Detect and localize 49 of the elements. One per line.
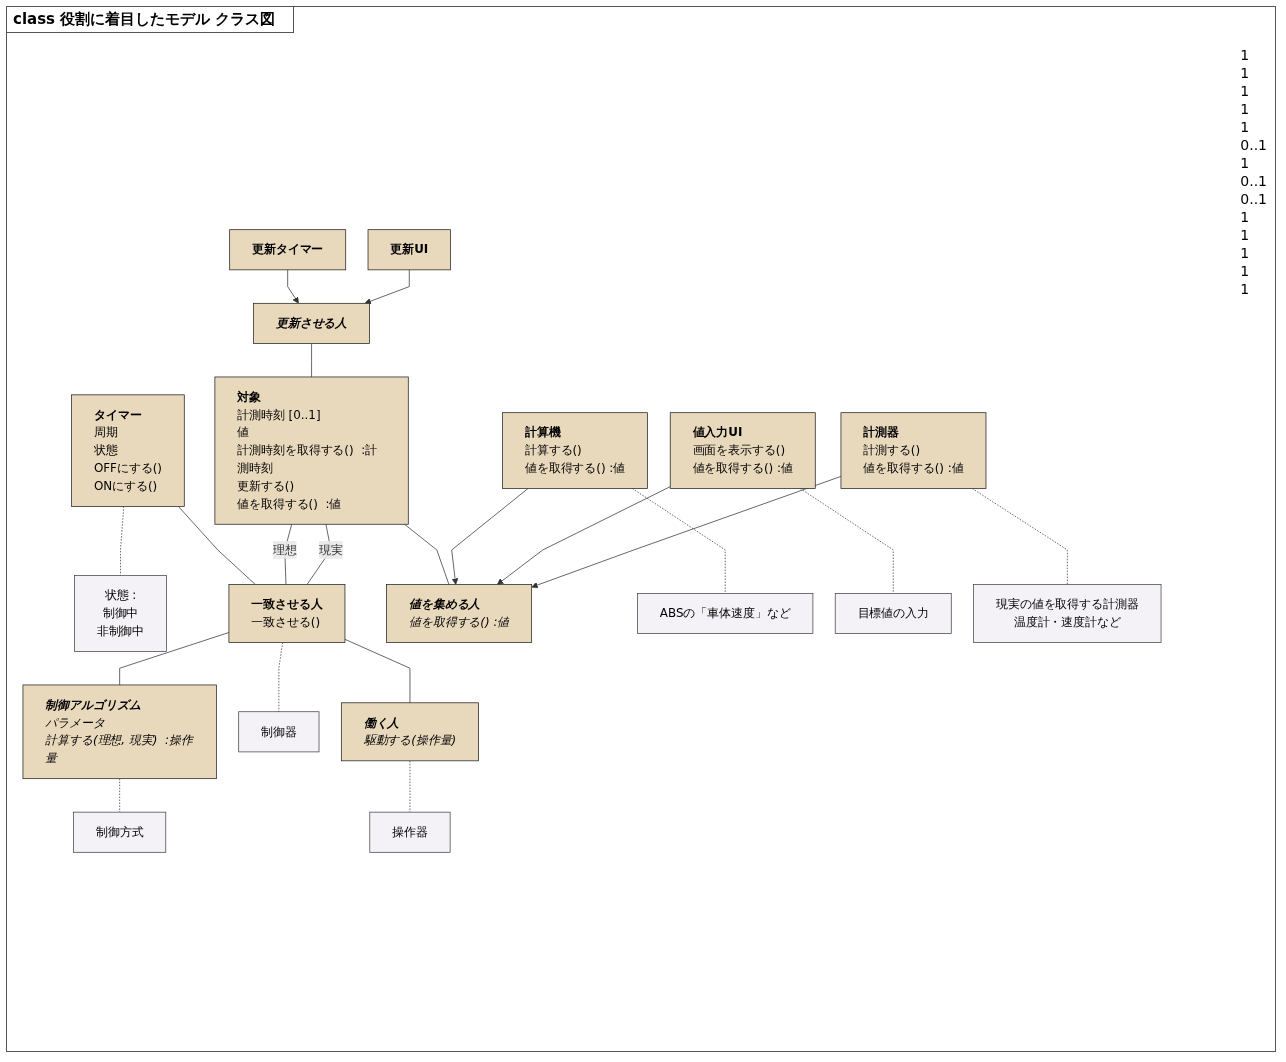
connector: [306, 523, 332, 585]
node-box: 現実の値を取得する計測器 温度計・速度計など: [973, 584, 1162, 643]
node-box: 操作器: [369, 811, 451, 853]
multiplicity-label: 0..1: [1240, 173, 1267, 189]
node-box: 計算機 計算する() 値を取得する() :値: [502, 412, 648, 489]
node-box: 制御器: [238, 711, 320, 753]
node-box: 値入力UI 画面を表示する() 値を取得する() :値: [669, 412, 816, 489]
multiplicity-label: 1: [1240, 65, 1251, 81]
multiplicity-label: 1: [1240, 263, 1251, 279]
multiplicity-label: 1: [1240, 281, 1251, 297]
node-box: 対象 計測時刻 [0..1] 値 計測時刻を取得する() :計測時刻 更新する() 値を取得する() :値: [214, 376, 409, 525]
node-box: 目標値の入力: [834, 593, 952, 634]
node-box: 制御アルゴリズム パラメータ 計算する(理想, 現実) :操作量: [22, 684, 217, 780]
edge-label: 理想: [272, 542, 297, 557]
connector: [284, 523, 293, 585]
node-box: 更新UI: [367, 229, 451, 271]
connector: [278, 642, 283, 713]
connector: [409, 760, 411, 813]
connector: [971, 488, 1068, 585]
multiplicity-label: 1: [1240, 47, 1251, 63]
node-box: 一致させる人 一致させる(): [228, 584, 346, 643]
multiplicity-label: 0..1: [1240, 191, 1267, 207]
node-box: ABSの「車体速度」など: [637, 593, 814, 634]
connector: [119, 778, 121, 813]
connector: [799, 488, 894, 594]
node-box: タイマー 周期 状態 OFFにする() ONにする(): [71, 394, 185, 507]
multiplicity-label: 1: [1240, 101, 1251, 117]
node-box: 制御方式: [73, 811, 167, 853]
node-box: 更新タイマー: [229, 229, 347, 271]
multiplicity-label: 1: [1240, 245, 1251, 261]
multiplicity-label: 0..1: [1240, 137, 1267, 153]
node-box: 状態 : 制御中 非制御中: [74, 575, 167, 652]
connector: [120, 506, 125, 576]
connector: [311, 343, 312, 378]
connector: [344, 638, 411, 704]
connector: [404, 523, 450, 585]
multiplicity-label: 1: [1240, 209, 1251, 225]
multiplicity-label: 1: [1240, 119, 1251, 135]
multiplicity-label: 1: [1240, 83, 1251, 99]
node-box: 働く人 駆動する(操作量): [340, 702, 479, 762]
connector: [178, 506, 256, 585]
connector: [632, 488, 726, 594]
multiplicity-label: 1: [1240, 155, 1251, 171]
node-box: 更新させる人: [253, 302, 370, 344]
edge-label: 現実: [319, 542, 343, 557]
diagram-title: class 役割に着目したモデル クラス図: [7, 7, 295, 33]
connector: [119, 632, 230, 686]
multiplicity-label: 1: [1240, 227, 1251, 243]
node-box: 計測器 計測する() 値を取得する() :値: [840, 412, 987, 489]
